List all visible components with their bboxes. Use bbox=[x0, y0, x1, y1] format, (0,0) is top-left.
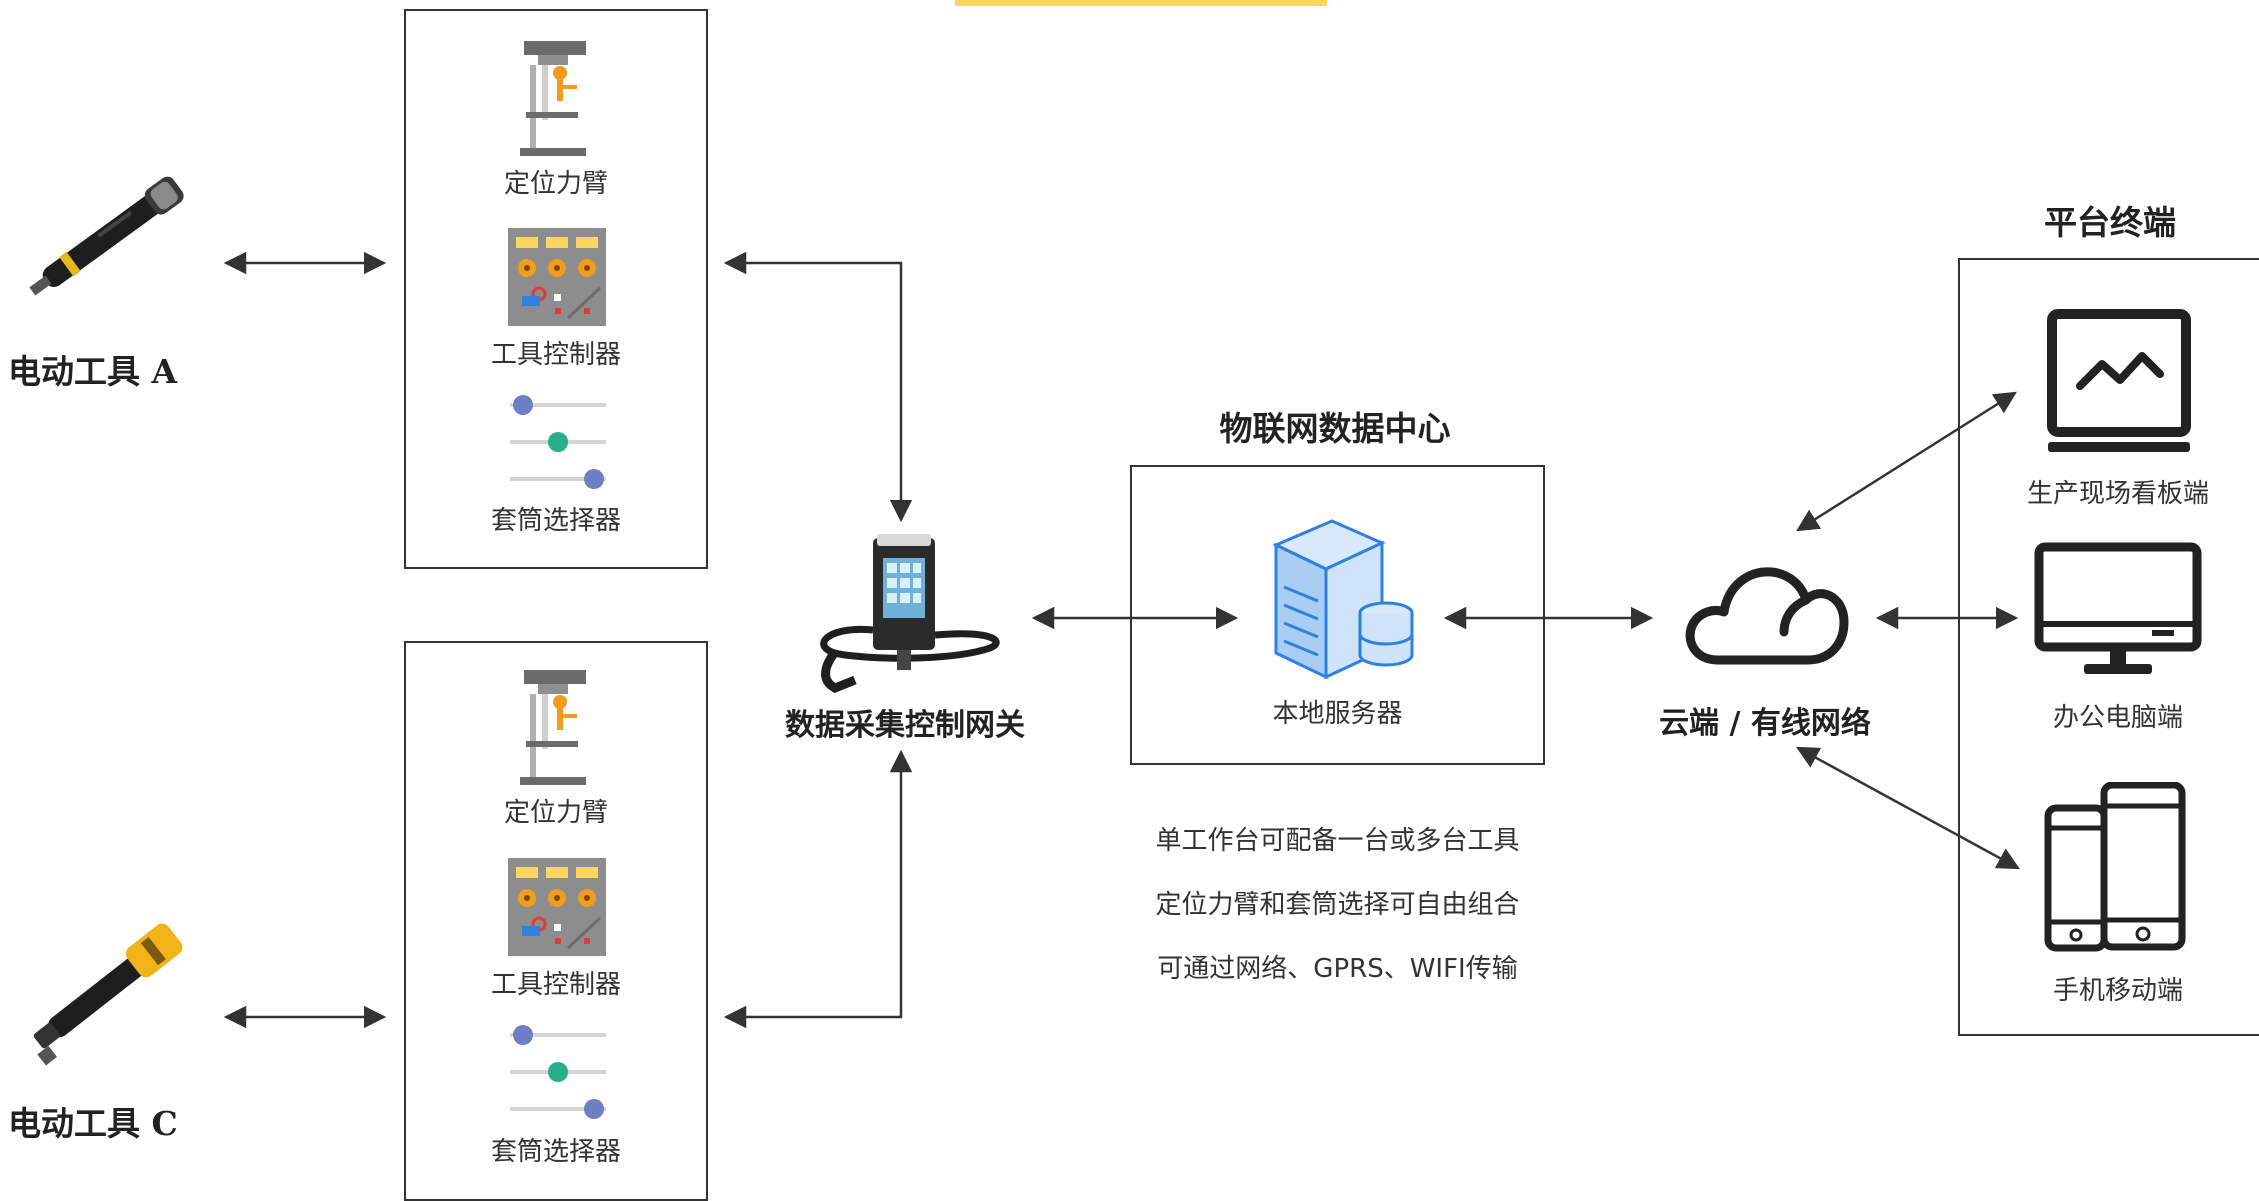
arm-label-bottom: 定位力臂 bbox=[503, 798, 608, 828]
arrow-cloud-mobile bbox=[1796, 746, 2020, 870]
data-gateway-icon bbox=[820, 534, 1000, 693]
top-accent-bar bbox=[955, 0, 1327, 6]
dashboard-monitor-icon bbox=[2047, 309, 2191, 452]
tool-controller-icon bbox=[508, 228, 606, 326]
workstation-top bbox=[404, 9, 708, 569]
local-server-icon bbox=[1272, 519, 1414, 680]
controller-label-top: 工具控制器 bbox=[490, 340, 621, 370]
tool-controller-icon bbox=[508, 858, 606, 956]
selector-label-bottom: 套筒选择器 bbox=[490, 1137, 621, 1167]
arrow-station-bottom-gateway bbox=[723, 749, 913, 1029]
note-line: 可通过网络、GPRS、WIFI传输 bbox=[1157, 954, 1518, 984]
terminals-title: 平台终端 bbox=[2044, 203, 2176, 242]
arrow-cloud-board bbox=[1796, 391, 2017, 532]
arm-label-top: 定位力臂 bbox=[503, 169, 608, 199]
electric-tool-a-icon bbox=[29, 176, 184, 296]
note-line: 单工作台可配备一台或多台工具 bbox=[1155, 826, 1520, 856]
tool-c-label: 电动工具 C bbox=[8, 1104, 178, 1143]
iot-center-title: 物联网数据中心 bbox=[1219, 409, 1451, 448]
positioning-arm-icon bbox=[520, 41, 586, 156]
positioning-arm-icon bbox=[520, 670, 586, 785]
pc-terminal-label: 办公电脑端 bbox=[2052, 703, 2183, 733]
selector-label-top: 套筒选择器 bbox=[490, 506, 621, 536]
iot-center-box bbox=[1130, 465, 1545, 765]
desktop-pc-icon bbox=[2034, 542, 2202, 674]
cloud-label: 云端 / 有线网络 bbox=[1659, 706, 1871, 741]
controller-label-bottom: 工具控制器 bbox=[490, 970, 621, 1000]
arrow-station-top-gateway bbox=[723, 251, 913, 523]
cloud-icon bbox=[1685, 567, 1849, 665]
socket-selector-icon bbox=[510, 1025, 606, 1119]
socket-selector-icon bbox=[510, 395, 606, 489]
terminals-box bbox=[1958, 258, 2259, 1036]
mobile-phone-icon bbox=[2044, 782, 2186, 952]
gateway-label: 数据采集控制网关 bbox=[785, 708, 1025, 743]
board-terminal-label: 生产现场看板端 bbox=[2026, 479, 2209, 509]
electric-tool-c-icon bbox=[33, 923, 183, 1066]
note-line: 定位力臂和套筒选择可自由组合 bbox=[1155, 890, 1520, 920]
mobile-terminal-label: 手机移动端 bbox=[2052, 976, 2183, 1006]
tool-a-label: 电动工具 A bbox=[8, 352, 178, 391]
local-server-label: 本地服务器 bbox=[1272, 699, 1403, 729]
